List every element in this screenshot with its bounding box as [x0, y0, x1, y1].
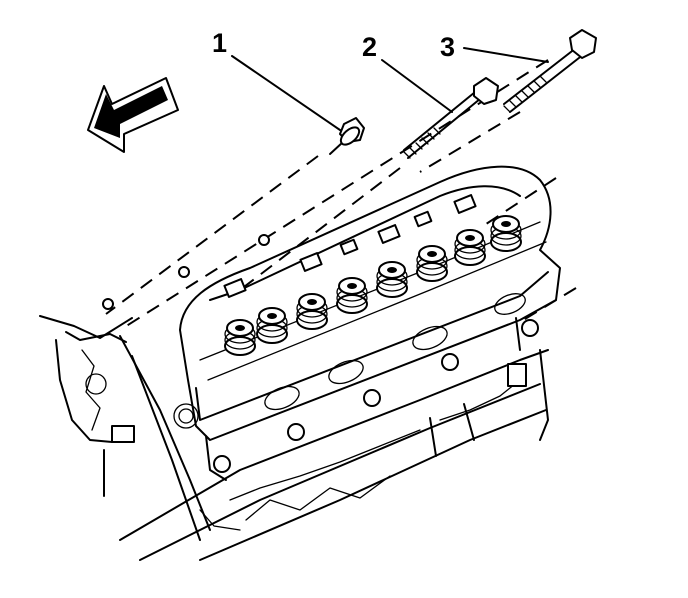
block-bore	[85, 373, 107, 395]
valve-spring-icon	[296, 293, 328, 330]
head-bolt-bosses	[102, 234, 539, 473]
bolt-icon	[329, 117, 365, 155]
valve-springs	[224, 215, 522, 356]
bolt-icon	[403, 77, 499, 159]
block-bore	[173, 403, 199, 429]
bolt-icon	[503, 29, 597, 113]
bolt-2-threads	[403, 127, 441, 159]
valve-spring-icon	[416, 245, 448, 282]
callout-1: 1	[212, 28, 227, 58]
callout-2: 2	[362, 32, 377, 62]
callout-leaders	[231, 47, 549, 131]
bolt-alignment-lines	[105, 59, 577, 331]
valve-spring-icon	[336, 277, 368, 314]
bolt-1	[329, 117, 365, 155]
bolt-3-threads	[503, 75, 547, 113]
head-ports	[264, 293, 526, 411]
valve-spring-icon	[376, 261, 408, 298]
valve-spring-icon	[454, 229, 486, 266]
rocker-pedestals	[223, 194, 477, 298]
valve-spring-icon	[256, 307, 288, 344]
bolt-3	[503, 29, 597, 113]
valve-spring-icon	[490, 215, 522, 252]
valve-spring-icon	[224, 319, 256, 356]
callout-3: 3	[440, 32, 455, 62]
engine-block	[39, 315, 549, 561]
sensor-housing	[507, 363, 527, 387]
bolt-2	[403, 77, 499, 159]
front-direction-arrow-icon	[87, 77, 179, 153]
block-port	[111, 425, 135, 443]
lower-valley-detail	[199, 363, 527, 531]
block-bore-inner	[178, 408, 194, 424]
